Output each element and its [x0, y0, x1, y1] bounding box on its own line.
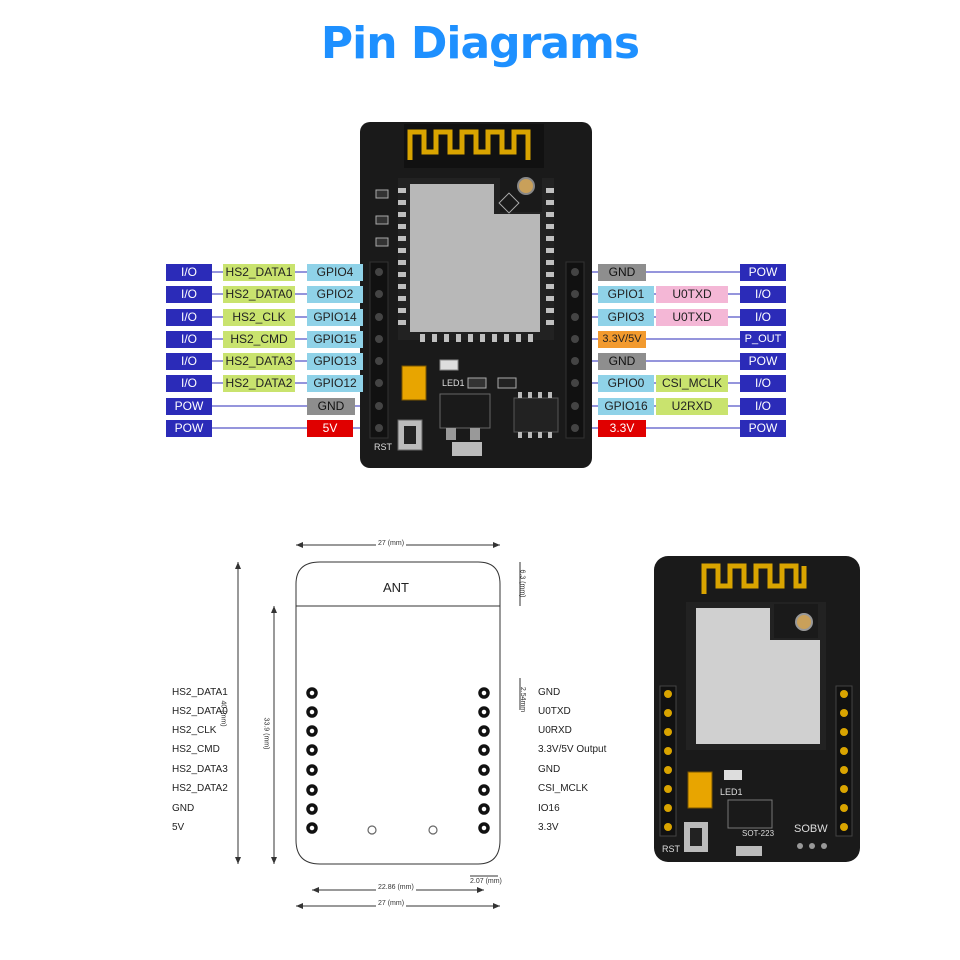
gpio-label: GPIO15	[307, 331, 363, 348]
pow-label: POW	[166, 420, 212, 437]
gnd-label: GND	[598, 353, 646, 370]
gpio-label: GPIO16	[598, 398, 654, 415]
power-out-label: 3.3V/5V	[598, 331, 646, 348]
board-outline	[295, 561, 501, 865]
mech-left-pin-label: HS2_DATA3	[172, 764, 228, 775]
mech-right-pin-label: U0RXD	[538, 725, 572, 736]
voltage-regulator	[727, 799, 773, 829]
gpio-label: GPIO2	[307, 286, 363, 303]
io-label: I/O	[166, 375, 212, 392]
led-indicator	[439, 359, 459, 371]
io-label: I/O	[740, 375, 786, 392]
gpio-label: GPIO13	[307, 353, 363, 370]
io-label: I/O	[740, 398, 786, 415]
photo-chip-label: SOT-223	[742, 829, 775, 838]
voltage-regulator	[439, 393, 491, 429]
pow-label: POW	[740, 264, 786, 281]
mech-left-pin-label: HS2_DATA2	[172, 783, 228, 794]
3v3-label: 3.3V	[598, 420, 646, 437]
func-label: U0TXD	[656, 309, 728, 326]
hs-label: HS2_DATA1	[223, 264, 295, 281]
gnd-label: GND	[307, 398, 355, 415]
rf-shield	[410, 184, 540, 332]
antenna-trace-icon	[701, 563, 807, 594]
mech-left-pin-label: HS2_CMD	[172, 744, 220, 755]
mech-left-pin-label: 5V	[172, 822, 185, 833]
mech-left-pin-label: HS2_CLK	[172, 725, 217, 736]
led-indicator	[724, 770, 742, 780]
gpio-label: GPIO1	[598, 286, 654, 303]
edge-offset-dimension: 2.07 (mm)	[470, 878, 502, 885]
width-bottom-dimension: 27 (mm)	[376, 900, 407, 907]
hs-label: HS2_DATA0	[223, 286, 295, 303]
func-label: U2RXD	[656, 398, 728, 415]
mech-right-pin-label: 3.3V/5V Output	[538, 744, 607, 755]
hs-label: HS2_DATA3	[223, 353, 295, 370]
io-label: I/O	[166, 331, 212, 348]
func-label: CSI_MCLK	[656, 375, 728, 392]
psram-chip	[513, 397, 559, 433]
mech-right-pin-label: CSI_MCLK	[538, 783, 589, 794]
hs-label: HS2_CMD	[223, 331, 295, 348]
photo-mark-label: SOBW	[794, 823, 828, 835]
io-label: I/O	[740, 309, 786, 326]
mech-right-pin-label: U0TXD	[538, 706, 571, 717]
io-label: I/O	[166, 353, 212, 370]
pow-label: POW	[740, 353, 786, 370]
photo-rst-label: RST	[662, 844, 681, 854]
hs-label: HS2_DATA2	[223, 375, 295, 392]
photo-led-label: LED1	[720, 787, 743, 797]
gpio-label: GPIO0	[598, 375, 654, 392]
tantalum-capacitor	[401, 365, 427, 401]
io-label: I/O	[166, 309, 212, 326]
gpio-label: GPIO14	[307, 309, 363, 326]
pow-label: POW	[740, 420, 786, 437]
5v-label: 5V	[307, 420, 353, 437]
io-label: I/O	[166, 286, 212, 303]
gpio-label: GPIO12	[307, 375, 363, 392]
mech-right-pin-label: 3.3V	[538, 822, 559, 833]
mech-left-pin-label: GND	[172, 803, 195, 814]
mech-left-pin-label: HS2_DATA1	[172, 687, 228, 698]
pitch-span-dimension: 22.86 (mm)	[376, 884, 416, 891]
mech-left-pin-label: HS2_DATA0	[172, 706, 228, 717]
ipex-connector-icon	[517, 177, 535, 195]
hs-label: HS2_CLK	[223, 309, 295, 326]
width-top-dimension: 27 (mm)	[376, 540, 407, 547]
p-out-label: P_OUT	[740, 331, 786, 348]
page-title: Pin Diagrams	[320, 18, 640, 69]
pow-label: POW	[166, 398, 212, 415]
mech-right-pin-label: GND	[538, 687, 561, 698]
gpio-label: GPIO3	[598, 309, 654, 326]
func-label: U0TXD	[656, 286, 728, 303]
io-label: I/O	[740, 286, 786, 303]
ipex-connector-icon	[795, 613, 813, 631]
mech-right-pin-label: IO16	[538, 803, 560, 814]
antenna-trace-icon	[407, 129, 531, 160]
mech-right-pin-label: GND	[538, 764, 561, 775]
rst-label: RST	[374, 442, 393, 452]
io-label: I/O	[166, 264, 212, 281]
led-label: LED1	[442, 378, 465, 388]
gnd-label: GND	[598, 264, 646, 281]
tantalum-capacitor	[687, 771, 713, 809]
ant-label: ANT	[383, 580, 409, 595]
gpio-label: GPIO4	[307, 264, 363, 281]
